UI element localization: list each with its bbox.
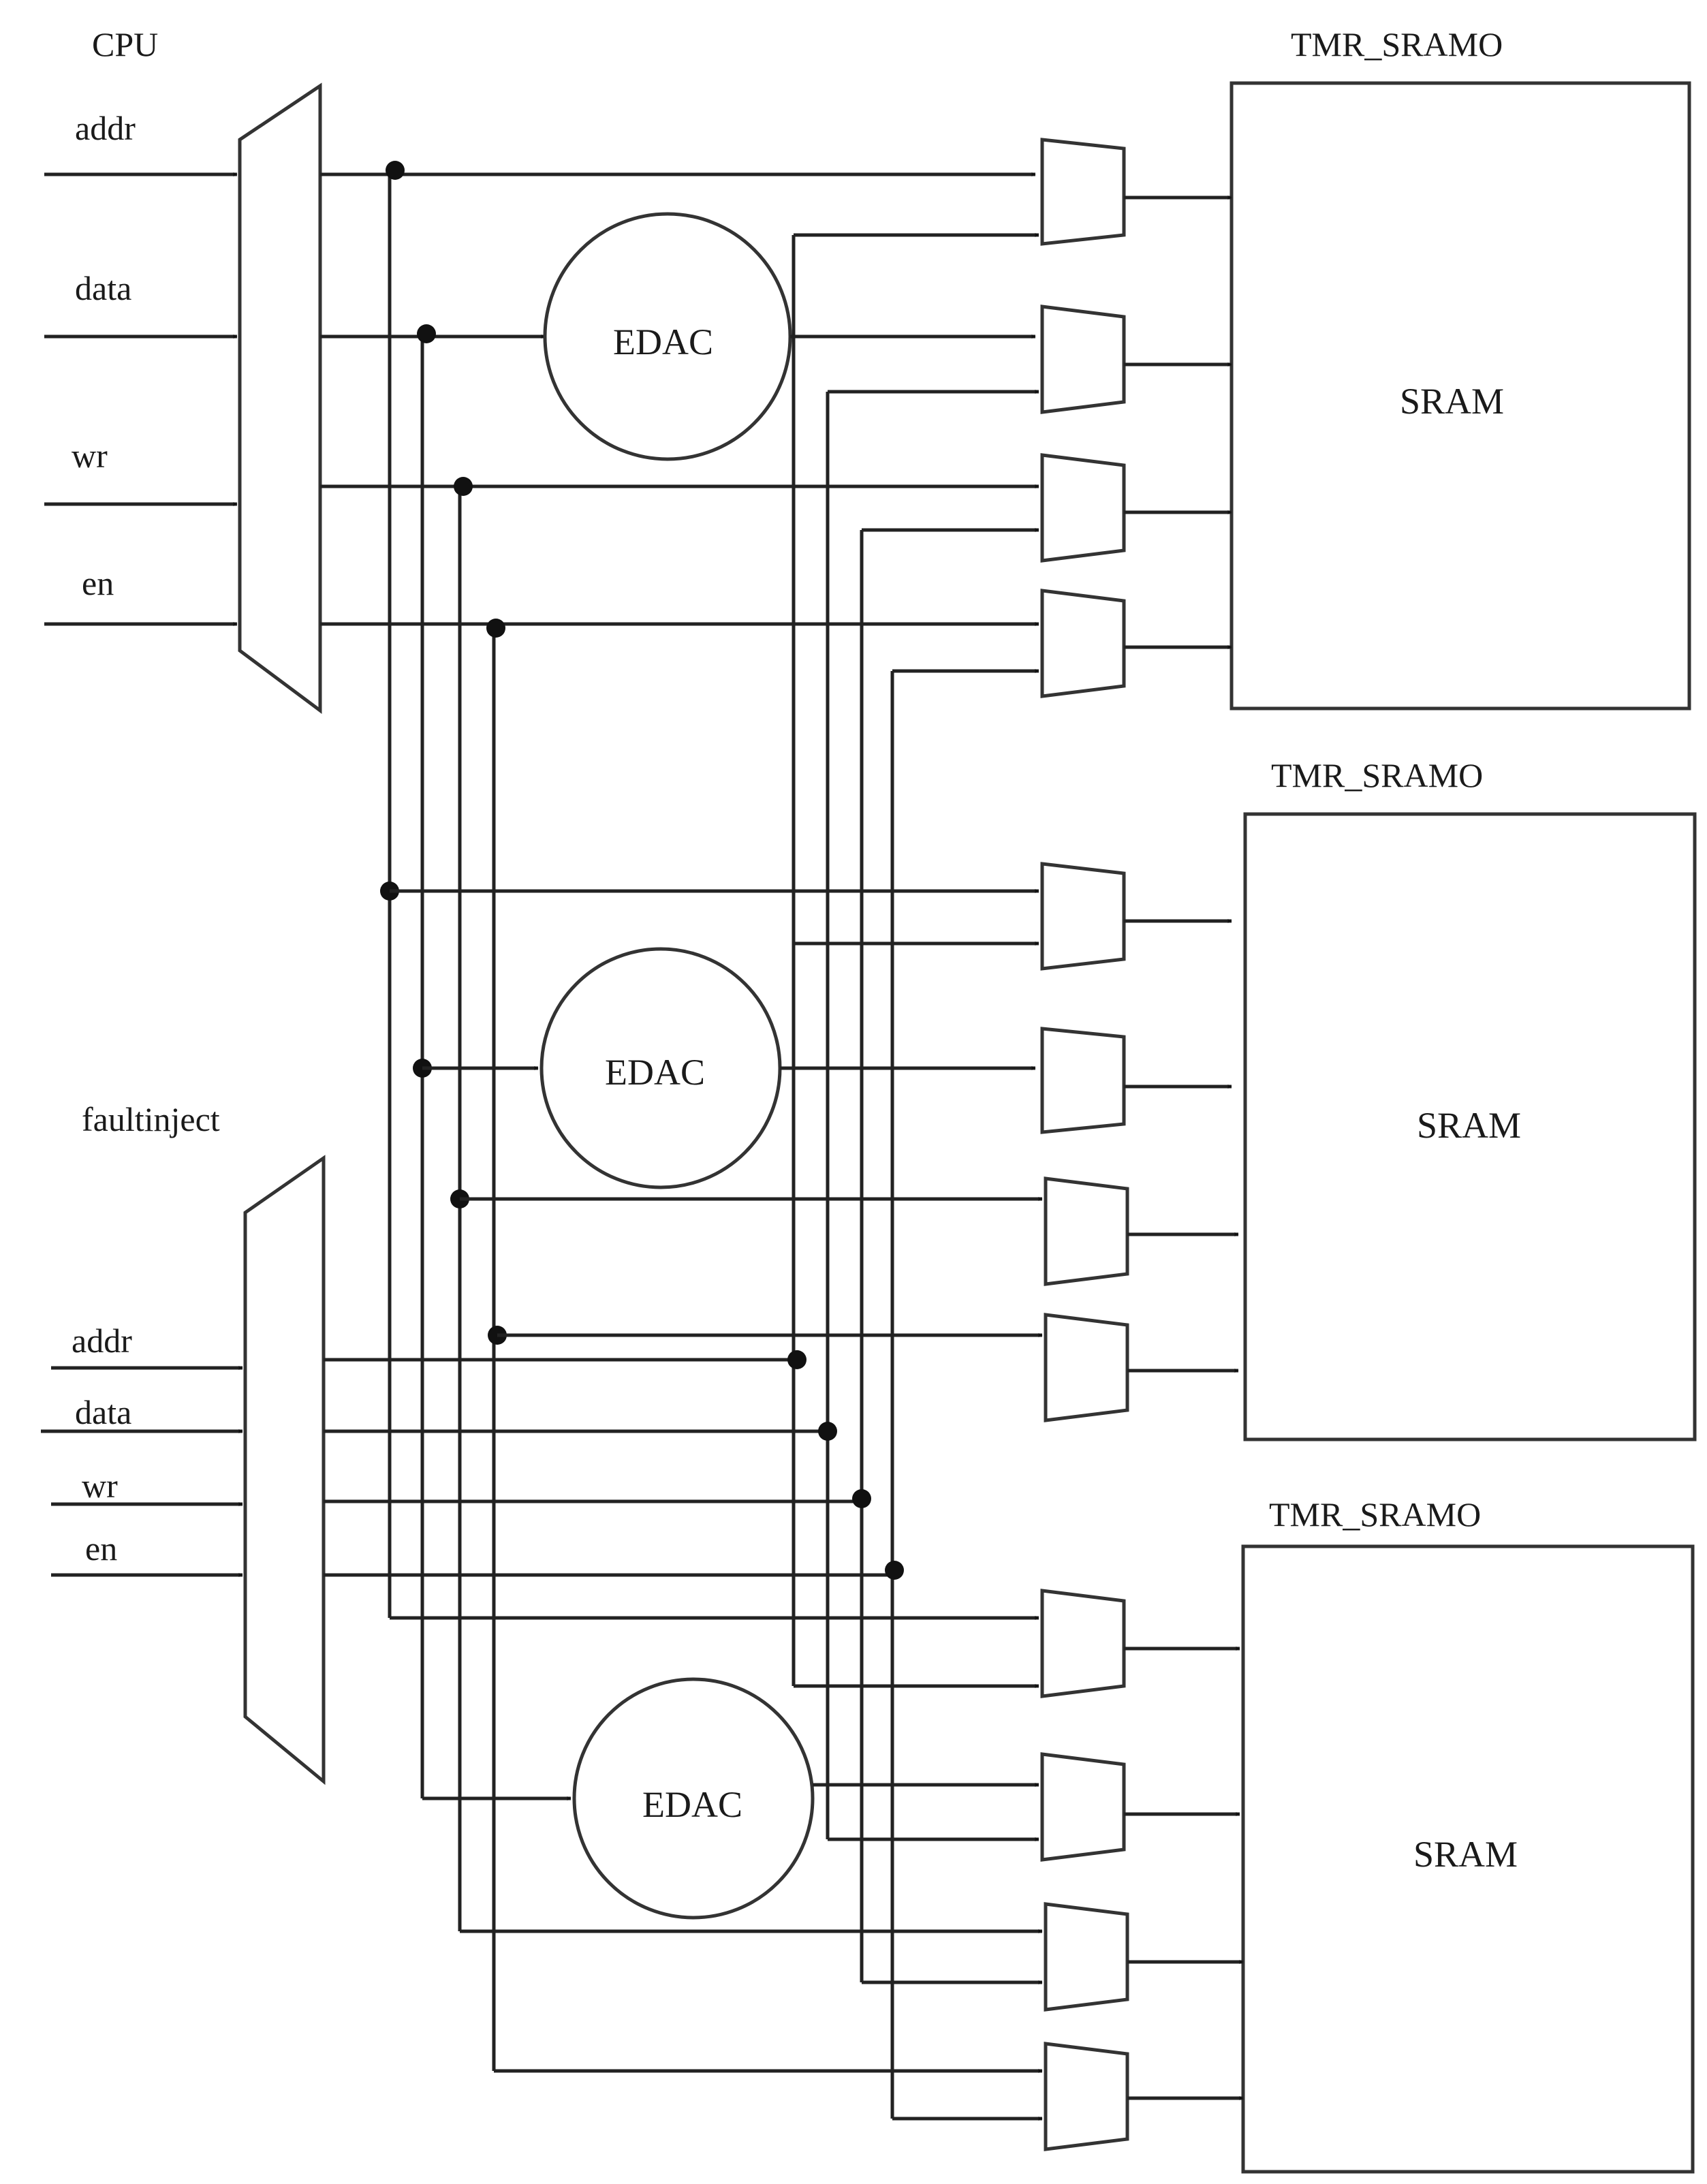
sram-block-1 — [1230, 81, 1691, 711]
module-2-title: TMR_SRAMO — [1271, 756, 1483, 794]
module-3-title: TMR_SRAMO — [1269, 1495, 1481, 1533]
sram-block-3 — [1241, 1544, 1695, 2174]
cpu-data-label: data — [75, 269, 131, 307]
cpu-wr-label: wr — [72, 437, 108, 475]
sram-label-3: SRAM — [1413, 1834, 1518, 1875]
edac-block-3 — [572, 1677, 815, 1920]
faultinject-title: faultinject — [82, 1100, 220, 1138]
cpu-addr-label: addr — [75, 109, 136, 147]
fi-wr-label: wr — [82, 1467, 118, 1505]
cpu-en-label: en — [82, 564, 114, 602]
sram-label-1: SRAM — [1400, 381, 1504, 422]
fi-en-label: en — [85, 1529, 117, 1567]
distribution-buses — [320, 172, 1039, 2119]
faultinject-mux — [243, 1155, 326, 1785]
tmr-module-2: TMR_SRAMO SRAM EDAC — [390, 756, 1697, 1441]
cpu-mux — [238, 82, 322, 714]
edac-label-2: EDAC — [605, 1052, 705, 1093]
cpu-title: CPU — [92, 25, 158, 63]
fi-data-label: data — [75, 1393, 131, 1431]
faultinject-input-wires — [41, 1366, 243, 1577]
sram-block-2 — [1243, 812, 1697, 1441]
edac-label-3: EDAC — [642, 1784, 742, 1825]
junction-dots — [380, 161, 904, 1580]
cpu-input-wires — [44, 172, 238, 626]
module-1-title: TMR_SRAMO — [1291, 25, 1503, 63]
tmr-module-3: TMR_SRAMO SRAM EDAC — [390, 1495, 1695, 2174]
sram-label-2: SRAM — [1417, 1105, 1521, 1146]
tmr-module-1: TMR_SRAMO SRAM EDAC — [543, 25, 1691, 711]
edac-label-1: EDAC — [613, 322, 713, 362]
fi-addr-label: addr — [72, 1322, 132, 1360]
